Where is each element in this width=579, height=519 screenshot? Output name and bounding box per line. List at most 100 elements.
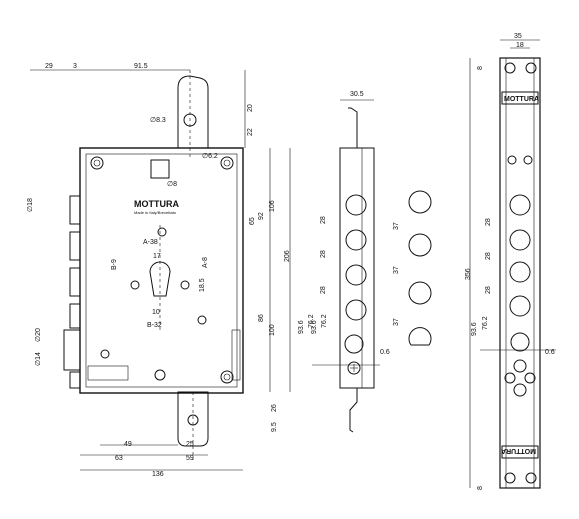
dim-cyl-b32: B-32 [147,322,162,329]
side-dim-93-6: 93.6 [311,320,318,334]
dim-right-100: 100 [269,324,276,336]
dim-left-18: ∅18 [27,198,34,212]
dim-bottom-63: 63 [115,455,123,462]
front-labels: 29 3 91.5 ∅8.3 ∅6.2 ∅8 20 22 65 92 106 2… [27,63,315,478]
dim-right-9-5: 9.5 [271,422,278,432]
side-top-rod [348,107,358,148]
dim-cyl-10: 10 [152,309,160,316]
bolt-dim-37-b: 37 [393,266,400,274]
dim-inner-76-2: 76.2 [308,314,315,328]
cylinder-pin-left [130,280,140,290]
dim-bottom-49: 49 [124,441,132,448]
deadlatch [69,371,81,389]
top-tang [177,75,209,149]
side-view [312,99,380,433]
bottom-tang [177,391,209,447]
bottom-mechanism [87,365,129,381]
faceplate-brand-top [501,91,539,105]
front-bolt-2 [408,233,432,257]
lock-body-inner [85,153,238,388]
side-screw [347,361,361,375]
front-bolt-3 [408,281,432,305]
faceplate [499,57,541,489]
bolt-3 [69,267,81,297]
right-mechanism [231,329,241,381]
dim-hole-8: ∅8 [167,181,177,188]
side-bottom-rod [349,388,358,433]
faceplate-view [469,39,556,489]
dim-right-106: 106 [269,200,276,212]
face-dim-28-b: 28 [485,252,492,260]
face-dim-93-6: 93.6 [471,322,478,336]
bolt-dim-37-c: 37 [393,318,400,326]
faceplate-brand-name: MOTTURA [504,96,539,103]
face-dim-28-c: 28 [485,286,492,294]
faceplate-brand-bottom [501,445,539,459]
bolt-dim-37-a: 37 [393,222,400,230]
dim-bottom-59: 59 [186,455,194,462]
dim-inner-93-6: 93.6 [298,320,305,334]
brand-tagline: Made in Italy/Brevettato [134,210,177,215]
face-dim-0-6: 0.6 [545,349,555,356]
faceplate-brand-name-inverted: MOTTURA [501,447,536,454]
spindle-hole [150,159,170,179]
side-bolt-2 [345,229,367,251]
dim-top-3: 3 [73,63,77,70]
dim-cyl-18-5: 18.5 [199,278,206,292]
dim-right-20: 20 [247,104,254,112]
side-dim-0-6: 0.6 [380,349,390,356]
dim-bottom-136: 136 [152,471,164,478]
bolts-view [408,190,432,346]
dim-right-26: 26 [271,404,278,412]
dim-cyl-17: 17 [153,253,161,260]
bolt-2 [69,231,81,261]
face-dim-35: 35 [514,33,522,40]
dim-right-92: 92 [258,212,265,220]
face-dim-8-top: 8 [477,66,484,70]
side-dim-28-b: 28 [320,250,327,258]
dim-hole-8-3: ∅8.3 [150,117,166,124]
dim-cyl-a38: A-38 [143,239,158,246]
faceplate-labels: 35 18 8 356 28 28 28 93.6 76.2 0.6 8 MOT… [465,33,555,490]
dim-right-22: 22 [247,128,254,136]
dim-left-20: ∅20 [35,328,42,342]
dim-left-14: ∅14 [35,352,42,366]
side-dim-28-c: 28 [320,286,327,294]
side-dim-76-2: 76.2 [321,314,328,328]
bolt-4 [69,303,81,329]
bolt-1 [69,195,81,225]
face-dim-76-2: 76.2 [482,316,489,330]
latch-bolt [63,329,81,371]
body-screws [90,156,234,384]
bolts-labels: 37 37 37 [393,222,400,326]
dim-bottom-25: 25 [186,441,194,448]
side-bolt-1 [345,194,367,216]
side-bolt-3 [345,264,367,286]
front-latch [408,327,432,346]
side-latch [344,334,364,354]
front-bolt-1 [408,190,432,214]
side-dim-28-a: 28 [320,216,327,224]
lock-body [79,147,244,394]
dim-right-206: 206 [284,250,291,262]
front-view [63,70,244,460]
face-dim-18: 18 [516,42,524,49]
dim-right-65: 65 [249,217,256,225]
face-dim-356: 356 [465,268,472,280]
cylinder-pin-right [180,280,190,290]
face-dim-8-bottom: 8 [477,486,484,490]
dim-top-29: 29 [45,63,53,70]
dim-cyl-b9: B-9 [111,259,118,270]
side-bolt-4 [345,299,367,321]
dim-top-91-5: 91.5 [134,63,148,70]
side-labels: 30.5 28 28 28 0.6 93.6 76.2 [311,91,390,356]
brand-name: MOTTURA [134,199,179,209]
dim-hole-6-2: ∅6.2 [202,153,218,160]
side-dim-30-5: 30.5 [350,91,364,98]
cylinder-profile [149,261,171,297]
dim-cyl-a8: A-8 [202,257,209,268]
face-dim-28-a: 28 [485,218,492,226]
front-dimension-lines [30,69,291,471]
dim-right-86: 86 [258,314,265,322]
